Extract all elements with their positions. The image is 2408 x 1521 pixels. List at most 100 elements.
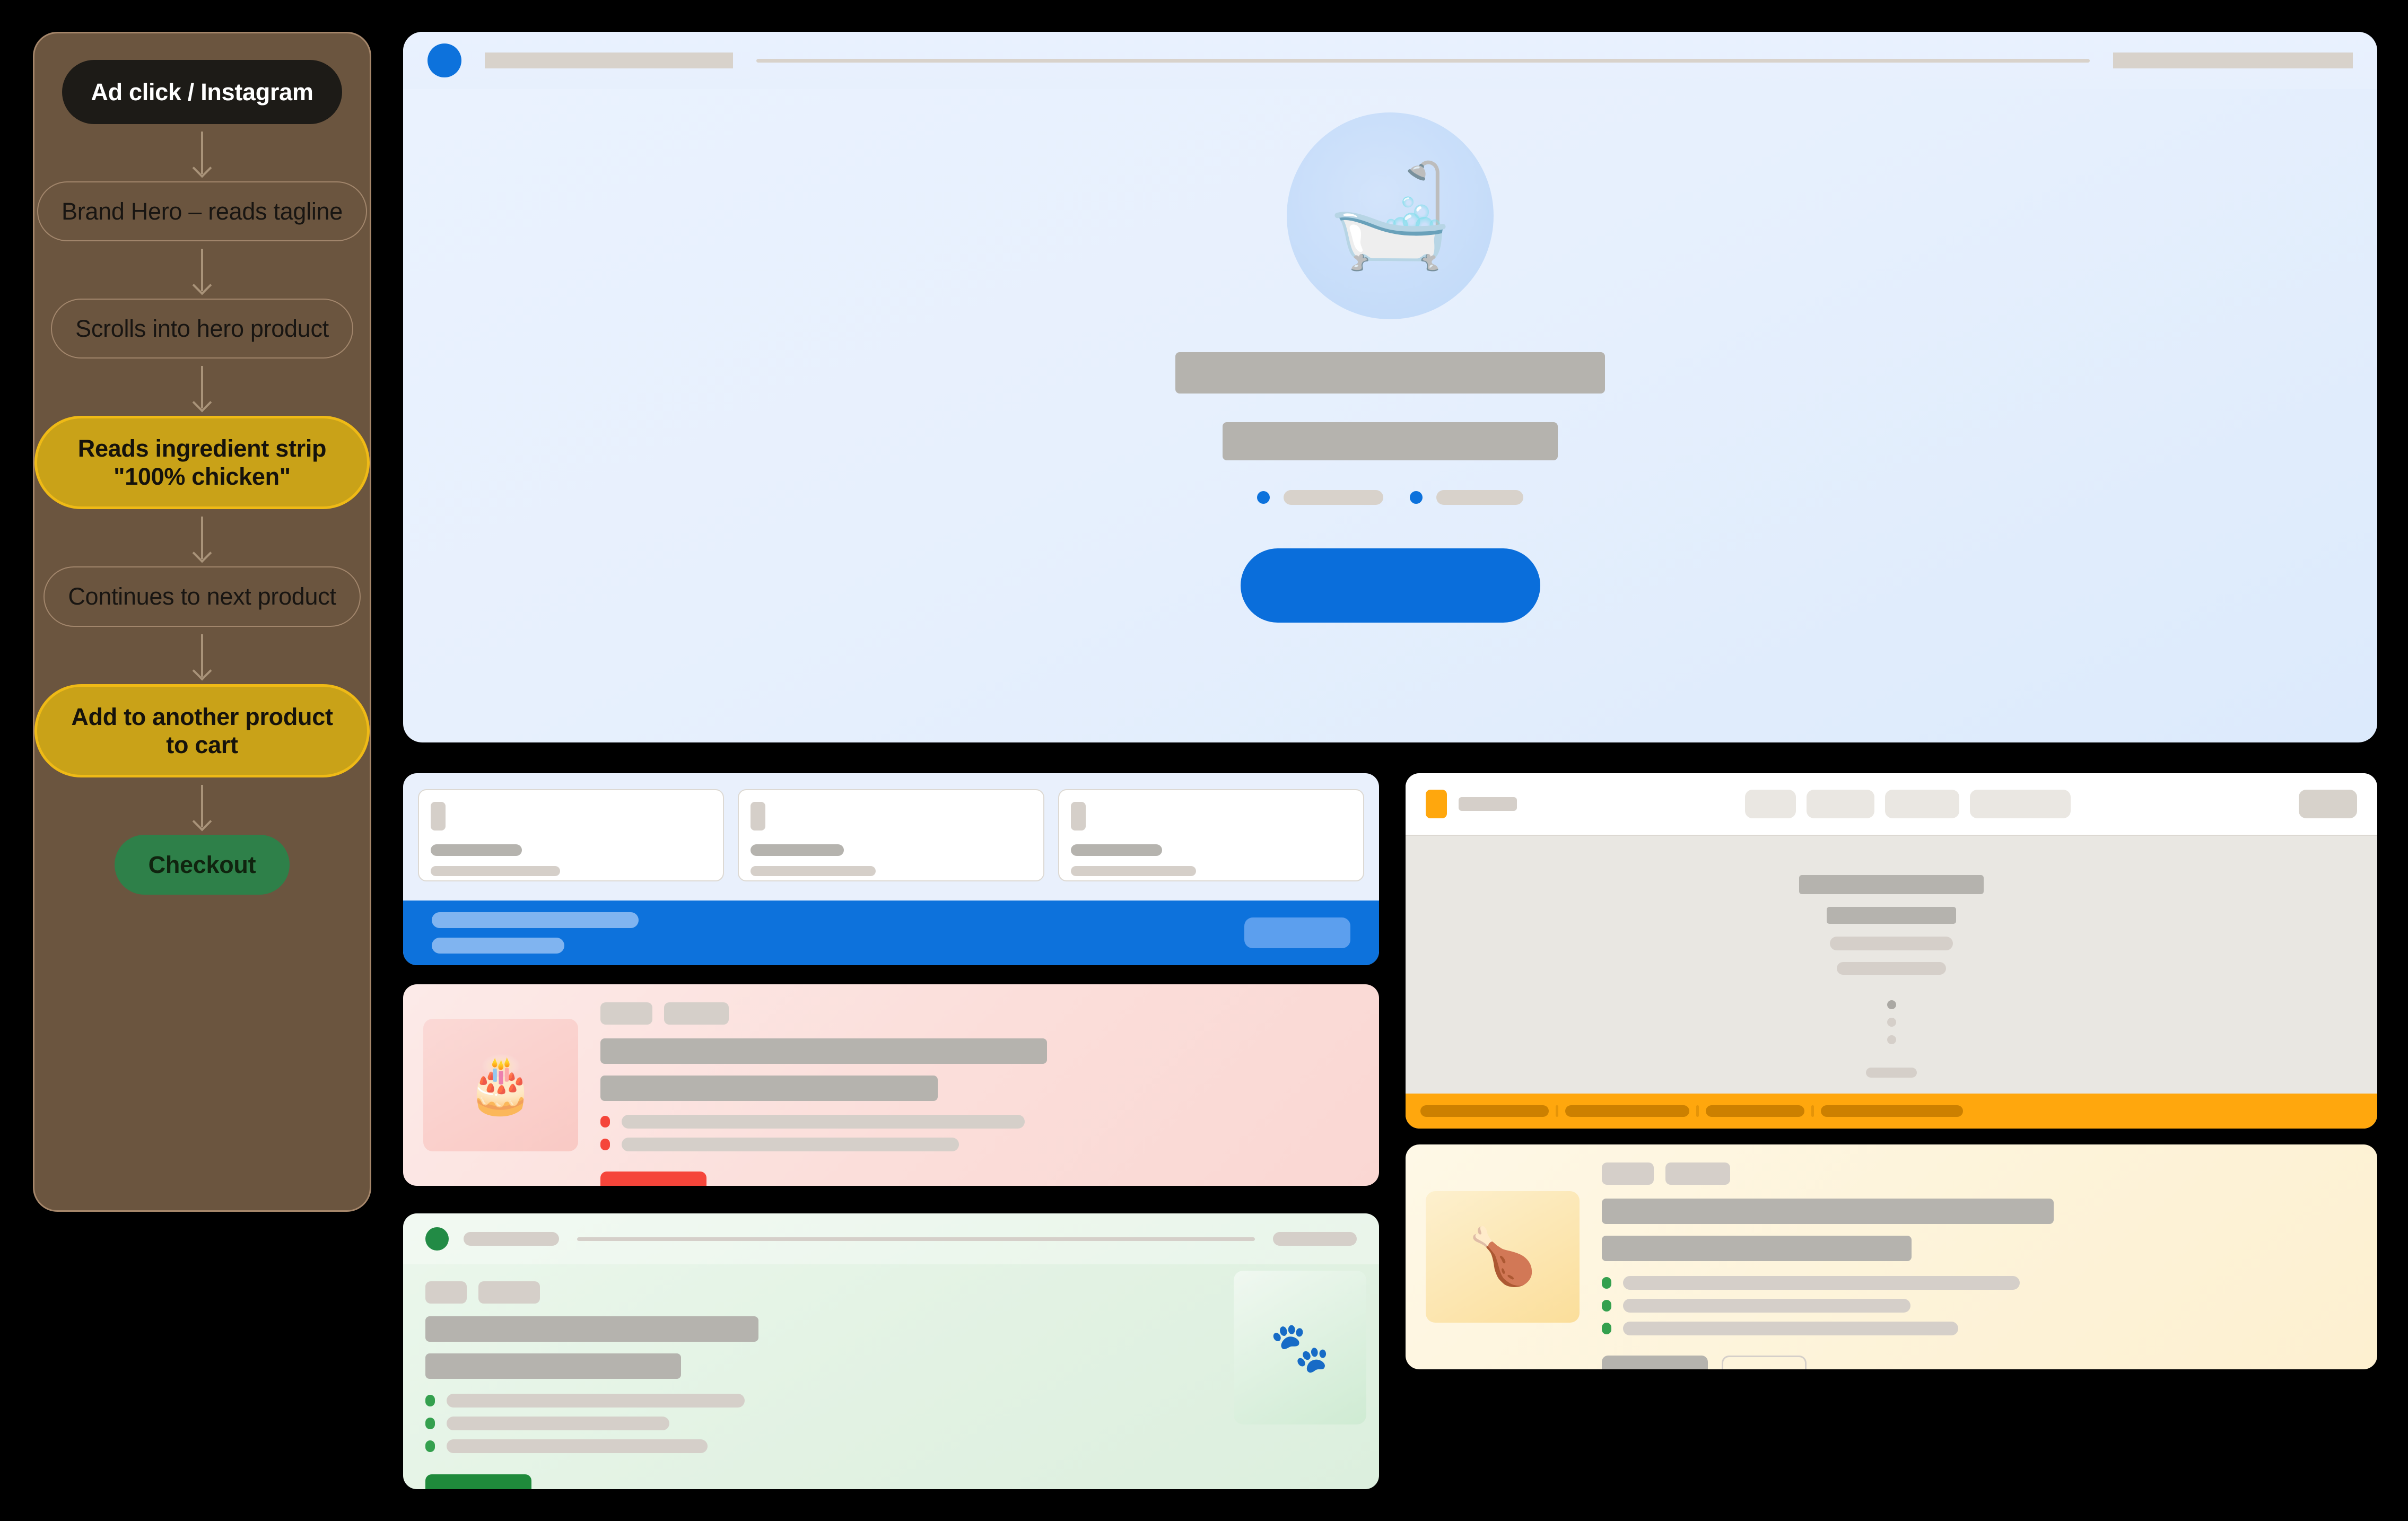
product-card[interactable] (1058, 789, 1364, 881)
feature-bullet (1602, 1322, 2357, 1335)
feature-text-placeholder (447, 1439, 708, 1453)
brand-name-placeholder (485, 53, 733, 68)
flow-node-add-another-product[interactable]: Add to another product to cart (34, 684, 370, 777)
footer-link[interactable] (1565, 1105, 1689, 1117)
flow-arrow-3 (201, 366, 203, 409)
product-desc-placeholder (431, 866, 560, 876)
feature-text-placeholder (622, 1115, 1025, 1129)
flow-node-checkout[interactable]: Checkout (114, 834, 290, 895)
nav-item[interactable] (1807, 790, 1874, 818)
green-card-content (425, 1281, 1357, 1489)
tag-badge[interactable] (425, 1281, 467, 1304)
feature-bullet (1602, 1276, 2357, 1290)
product-detail-card-yellow: 🍗 (1406, 1144, 2377, 1369)
card-subtitle-placeholder (1602, 1236, 1912, 1261)
status-dot-icon (425, 1227, 449, 1251)
dot-icon (1887, 1035, 1896, 1044)
tag-badge[interactable] (478, 1281, 540, 1304)
green-card-body: 🐾 (403, 1264, 1379, 1489)
bathtub-emoji: 🛁 (1287, 112, 1494, 319)
footer-link[interactable] (1706, 1105, 1804, 1117)
dot-icon (1887, 1000, 1896, 1009)
flow-arrow-1 (201, 132, 203, 174)
hero-bullet-placeholder (1284, 490, 1383, 505)
product-desc-placeholder (1070, 866, 1196, 876)
tag-badge[interactable] (1602, 1162, 1654, 1185)
tag-row (1602, 1162, 2357, 1185)
bullet-dot-icon (1410, 491, 1423, 504)
product-card[interactable] (738, 789, 1044, 881)
article-footer-bar (1406, 1094, 2377, 1129)
yellow-card-content (1580, 1162, 2357, 1369)
hero-bullet-item (1410, 490, 1523, 505)
promo-text-group (432, 912, 639, 954)
feature-text-placeholder (1623, 1322, 1958, 1335)
promo-button[interactable] (1244, 917, 1350, 948)
article-footer-placeholder (1866, 1068, 1917, 1078)
card-title-placeholder (600, 1038, 1047, 1064)
hero-body: 🛁 (403, 89, 2377, 623)
flow-node-reads-ingredient-strip[interactable]: Reads ingredient strip "100% chicken" (34, 416, 370, 510)
product-icon-placeholder (1070, 802, 1086, 831)
tag-badge[interactable] (1665, 1162, 1730, 1185)
feature-text-placeholder (1623, 1299, 1910, 1313)
nav-item[interactable] (1885, 790, 1959, 818)
feature-bullet (425, 1417, 1357, 1430)
product-icon-placeholder (431, 802, 446, 831)
bullet-dot-icon (1257, 491, 1270, 504)
hero-topbar (403, 32, 2377, 89)
footer-link[interactable] (1821, 1105, 1963, 1117)
feature-bullet (1602, 1299, 2357, 1313)
add-to-cart-button[interactable] (425, 1474, 531, 1489)
product-card-list (403, 773, 1379, 881)
promo-subline-placeholder (432, 938, 564, 954)
flow-node-scrolls-hero-product[interactable]: Scrolls into hero product (51, 299, 353, 359)
green-brand-placeholder (464, 1232, 559, 1246)
footer-link[interactable] (1420, 1105, 1549, 1117)
yellow-card-actions (1602, 1356, 2357, 1369)
add-to-cart-button[interactable] (600, 1172, 706, 1186)
flow-node-ad-click[interactable]: Ad click / Instagram (62, 60, 342, 125)
nav-item[interactable] (1970, 790, 2071, 818)
bullet-dot-icon (600, 1116, 610, 1127)
secondary-button[interactable] (1722, 1356, 1807, 1369)
article-navbar (1406, 773, 2377, 836)
product-card[interactable] (418, 789, 725, 881)
bullet-dot-icon (1602, 1323, 1611, 1334)
tag-badge[interactable] (600, 1002, 652, 1025)
nav-cta-button[interactable] (2299, 790, 2357, 818)
article-line-placeholder (1830, 937, 1953, 950)
footer-divider (1696, 1105, 1699, 1117)
add-to-cart-button[interactable] (1602, 1356, 1708, 1369)
site-logo-icon[interactable] (1426, 790, 1447, 818)
flow-node-continues-next-product[interactable]: Continues to next product (43, 566, 361, 627)
article-heading-placeholder (1799, 875, 1984, 894)
article-line-placeholder (1837, 962, 1946, 975)
feature-text-placeholder (447, 1417, 669, 1430)
promo-banner[interactable] (403, 901, 1379, 965)
pink-card-content (578, 1002, 1359, 1186)
green-header-action[interactable] (1273, 1232, 1357, 1246)
feature-bullet (600, 1138, 1359, 1151)
card-subtitle-placeholder (425, 1353, 681, 1379)
bullet-dot-icon (425, 1418, 435, 1429)
hero-subtitle-placeholder (1223, 422, 1558, 460)
hero-bullet-item (1257, 490, 1383, 505)
tag-badge[interactable] (664, 1002, 729, 1025)
bullet-dot-icon (1602, 1277, 1611, 1289)
topbar-action-placeholder[interactable] (2113, 53, 2353, 68)
brand-logo-icon[interactable] (427, 43, 461, 77)
footer-divider (1556, 1105, 1558, 1117)
product-detail-card-green: 🐾 (403, 1213, 1379, 1489)
nav-item[interactable] (1745, 790, 1796, 818)
product-desc-placeholder (751, 866, 876, 876)
hero-title-placeholder (1175, 352, 1605, 394)
flow-node-brand-hero[interactable]: Brand Hero – reads tagline (37, 181, 368, 242)
birthday-cake-emoji: 🎂 (423, 1019, 578, 1151)
hero-preview-panel: 🛁 (403, 32, 2377, 742)
card-title-placeholder (1602, 1199, 2054, 1224)
hero-cta-button[interactable] (1240, 548, 1540, 623)
loading-dots-indicator (1887, 1000, 1896, 1044)
dot-icon (1887, 1018, 1896, 1027)
footer-divider (1811, 1105, 1814, 1117)
